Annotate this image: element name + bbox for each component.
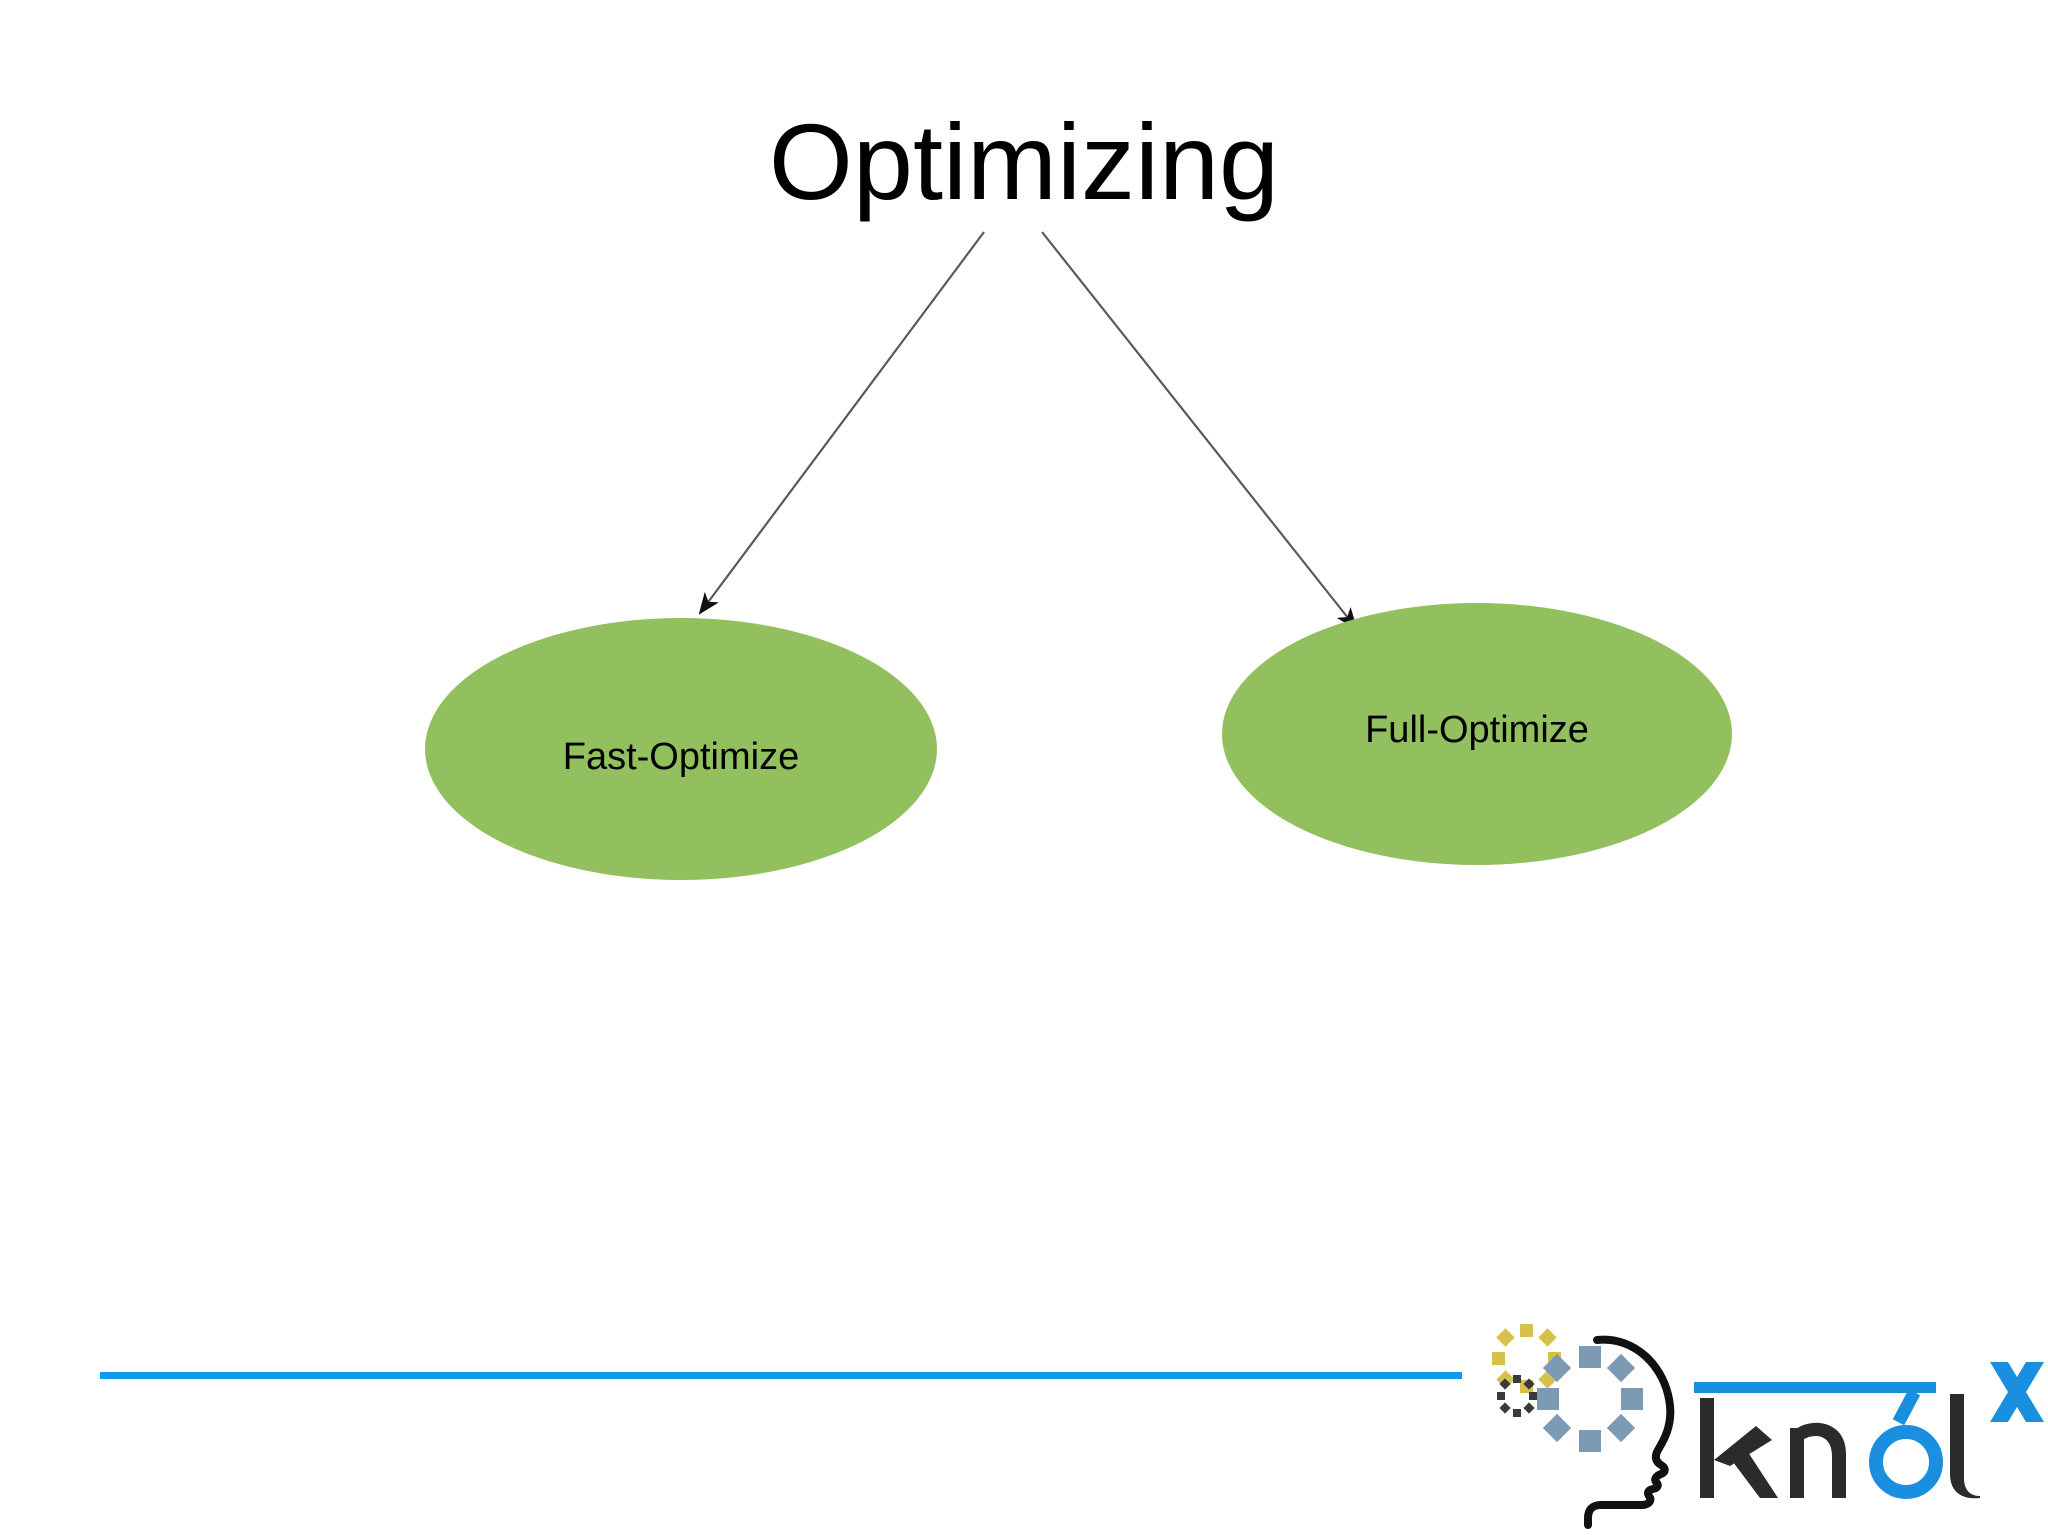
edge-optimizing-to-fast-optimize	[698, 231, 985, 615]
wordmark-rule	[1694, 1382, 1936, 1393]
head-profile-icon	[1584, 1335, 1675, 1529]
node-fast-optimize[interactable]: Fast-Optimize	[425, 618, 937, 880]
node-full-optimize-label: Full-Optimize	[1365, 708, 1589, 751]
footer-divider	[100, 1372, 1462, 1379]
letter-n	[1790, 1422, 1846, 1498]
letter-k	[1700, 1398, 1778, 1498]
page-title: Optimizing	[768, 101, 1280, 222]
edge-optimizing-to-full-optimize	[1041, 231, 1358, 630]
letter-o-acute	[1869, 1389, 1943, 1499]
letter-l	[1950, 1394, 1980, 1499]
knolx-logo	[1484, 1322, 2044, 1535]
letter-x-superscript	[1990, 1362, 2044, 1422]
blue-gear-icon	[1537, 1346, 1643, 1452]
node-full-optimize[interactable]: Full-Optimize	[1222, 603, 1732, 865]
dark-gear-icon	[1497, 1375, 1537, 1417]
knolx-wordmark	[1694, 1362, 2044, 1499]
node-fast-optimize-label: Fast-Optimize	[562, 735, 800, 778]
knolx-head-icon	[1492, 1324, 1675, 1529]
